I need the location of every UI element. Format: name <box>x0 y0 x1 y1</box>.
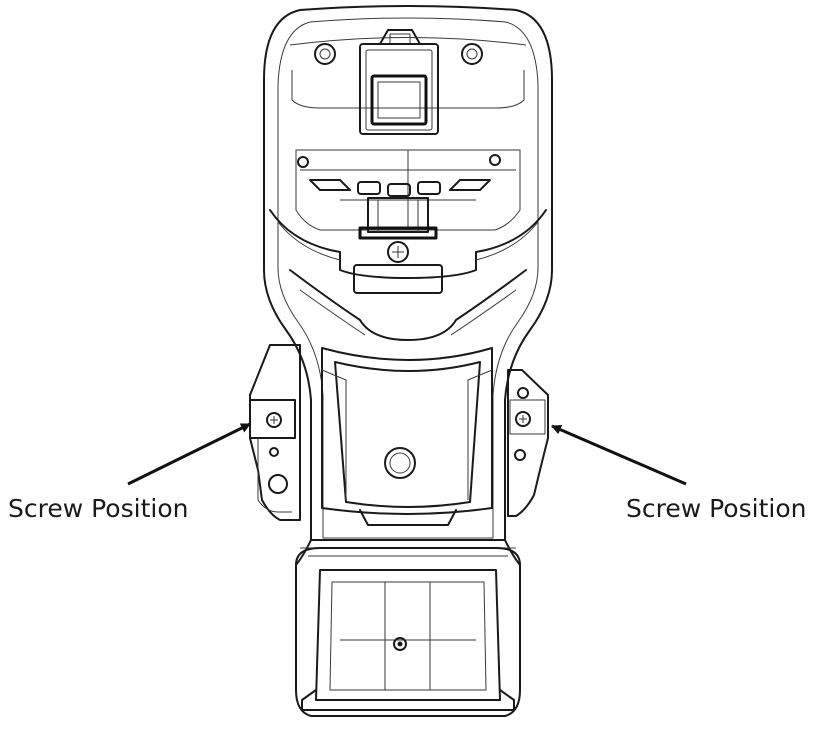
center-panel-outer <box>321 347 493 515</box>
right-flange-hole-top <box>517 387 529 399</box>
cradle-inner-body <box>277 17 539 539</box>
contact-row <box>309 179 491 201</box>
left-mount-flange <box>249 344 301 521</box>
shell-curve-inner <box>277 221 539 261</box>
right-pointer-arrow <box>551 424 687 486</box>
top-dome-line <box>289 37 527 46</box>
center-panel <box>334 361 481 508</box>
left-flange-hole-small <box>269 447 279 457</box>
center-screw <box>387 241 409 263</box>
center-panel-side-left <box>321 369 347 500</box>
cavity-right-hole <box>489 154 501 166</box>
bottom-cup-lip <box>301 689 515 711</box>
left-mount-tab <box>257 438 292 513</box>
label-slot <box>353 264 443 294</box>
lower-step <box>359 509 457 526</box>
neck-curve <box>289 269 527 341</box>
cavity-left-hole <box>297 156 309 168</box>
top-latch <box>359 29 439 135</box>
lower-step-2 <box>300 547 516 557</box>
left-pointer-arrow <box>127 422 251 486</box>
right-screw-position-label: Screw Position <box>626 494 807 523</box>
cradle-outer-body <box>263 5 553 717</box>
top-right-screw-hole <box>461 43 483 65</box>
top-left-screw-hole <box>314 43 336 65</box>
right-screw-position <box>515 411 531 427</box>
inner-cavity <box>295 149 521 231</box>
bottom-cup-outer <box>295 547 521 691</box>
neck-curve-inner <box>299 289 517 336</box>
left-mount-plate <box>249 399 296 439</box>
top-dome-line-2 <box>291 70 525 109</box>
charging-connector <box>358 197 438 240</box>
right-mount-flange <box>507 369 549 517</box>
left-screw-position <box>266 412 282 428</box>
bottom-cup-inner <box>329 581 487 691</box>
shell-curve <box>269 209 547 279</box>
bottom-drain-hole <box>393 637 407 651</box>
right-flange-hole-bottom <box>514 449 526 461</box>
left-screw-position-label: Screw Position <box>8 494 189 523</box>
bottom-cup <box>315 569 501 701</box>
right-mount-plate <box>509 399 546 435</box>
left-flange-hole <box>268 474 288 494</box>
center-panel-side-right <box>467 369 493 500</box>
center-panel-button <box>384 447 416 479</box>
